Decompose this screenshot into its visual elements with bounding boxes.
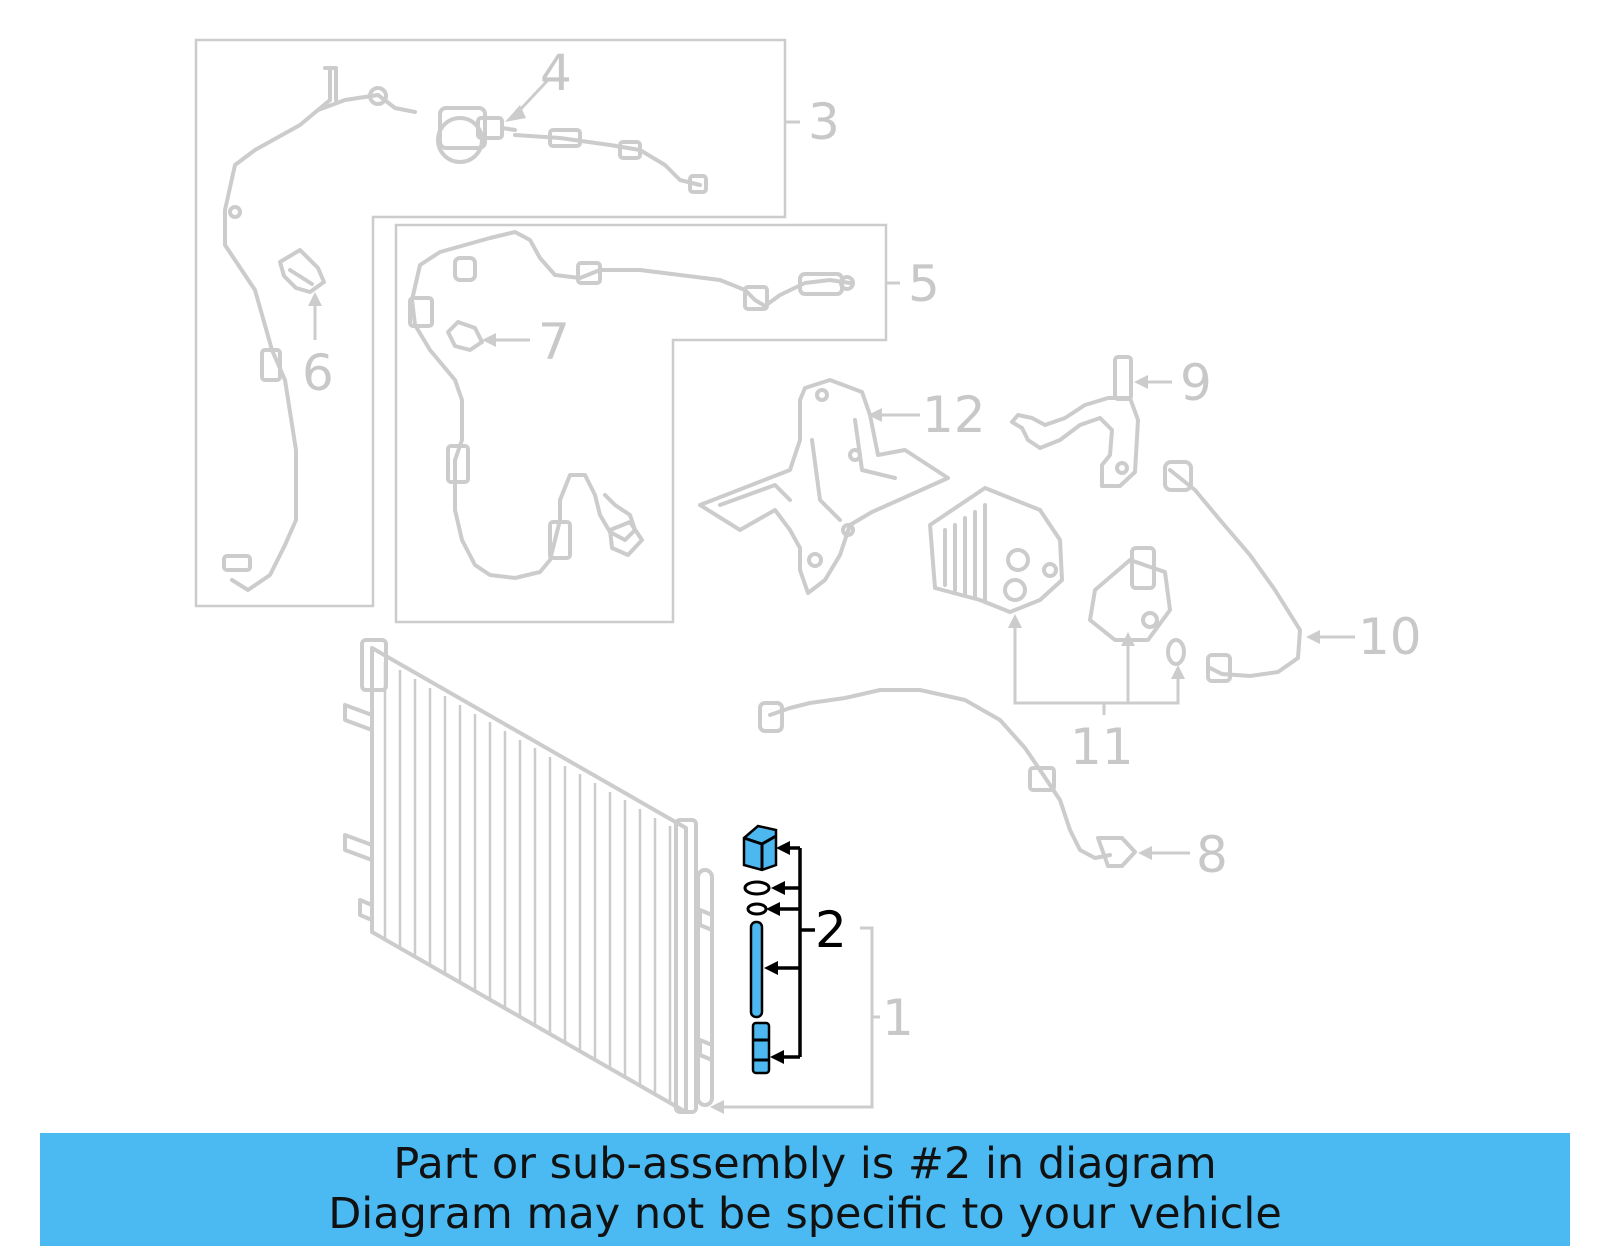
callout-1: 1 bbox=[882, 989, 914, 1047]
hose-10 bbox=[1163, 460, 1302, 683]
part-2-plug bbox=[751, 1021, 771, 1075]
switch-6 bbox=[278, 248, 326, 294]
info-banner: Part or sub-assembly is #2 in diagram Di… bbox=[40, 1133, 1570, 1246]
group-box-3 bbox=[194, 38, 787, 608]
banner-line-disclaimer: Diagram may not be specific to your vehi… bbox=[328, 1189, 1282, 1239]
bracket-12 bbox=[698, 378, 950, 595]
callout-9: 9 bbox=[1180, 354, 1212, 412]
valve-4 bbox=[436, 106, 517, 164]
part-2-oring-small bbox=[746, 902, 768, 916]
leader-lines-highlighted bbox=[770, 846, 815, 1059]
valve-assembly-11 bbox=[928, 486, 1186, 666]
callout-2: 2 bbox=[815, 901, 847, 959]
callout-4: 4 bbox=[540, 44, 572, 102]
part-2-filter-tube bbox=[749, 920, 764, 1019]
callout-3: 3 bbox=[808, 93, 840, 151]
hose-assembly-3 bbox=[222, 66, 708, 592]
condenser-1 bbox=[343, 638, 714, 1114]
parts-diagram: 1 2 3 4 5 6 7 8 9 10 11 12 bbox=[194, 38, 1422, 1114]
hose-assembly-5 bbox=[408, 230, 855, 580]
callout-5: 5 bbox=[908, 255, 940, 313]
part-2-highlighted bbox=[742, 824, 778, 1075]
switch-7 bbox=[446, 320, 484, 352]
banner-line-part: Part or sub-assembly is #2 in diagram bbox=[393, 1139, 1217, 1189]
callout-6: 6 bbox=[302, 344, 334, 402]
group-box-5 bbox=[394, 223, 888, 624]
arrowheads bbox=[308, 105, 1320, 1114]
callout-7: 7 bbox=[538, 313, 570, 371]
part-9 bbox=[1010, 355, 1140, 488]
hose-8 bbox=[758, 688, 1137, 868]
part-2-oring-large bbox=[743, 880, 771, 896]
callout-8: 8 bbox=[1196, 826, 1228, 884]
callout-12: 12 bbox=[922, 386, 986, 444]
part-2-cap bbox=[742, 824, 778, 872]
callout-10: 10 bbox=[1358, 608, 1422, 666]
callout-11: 11 bbox=[1070, 718, 1134, 776]
